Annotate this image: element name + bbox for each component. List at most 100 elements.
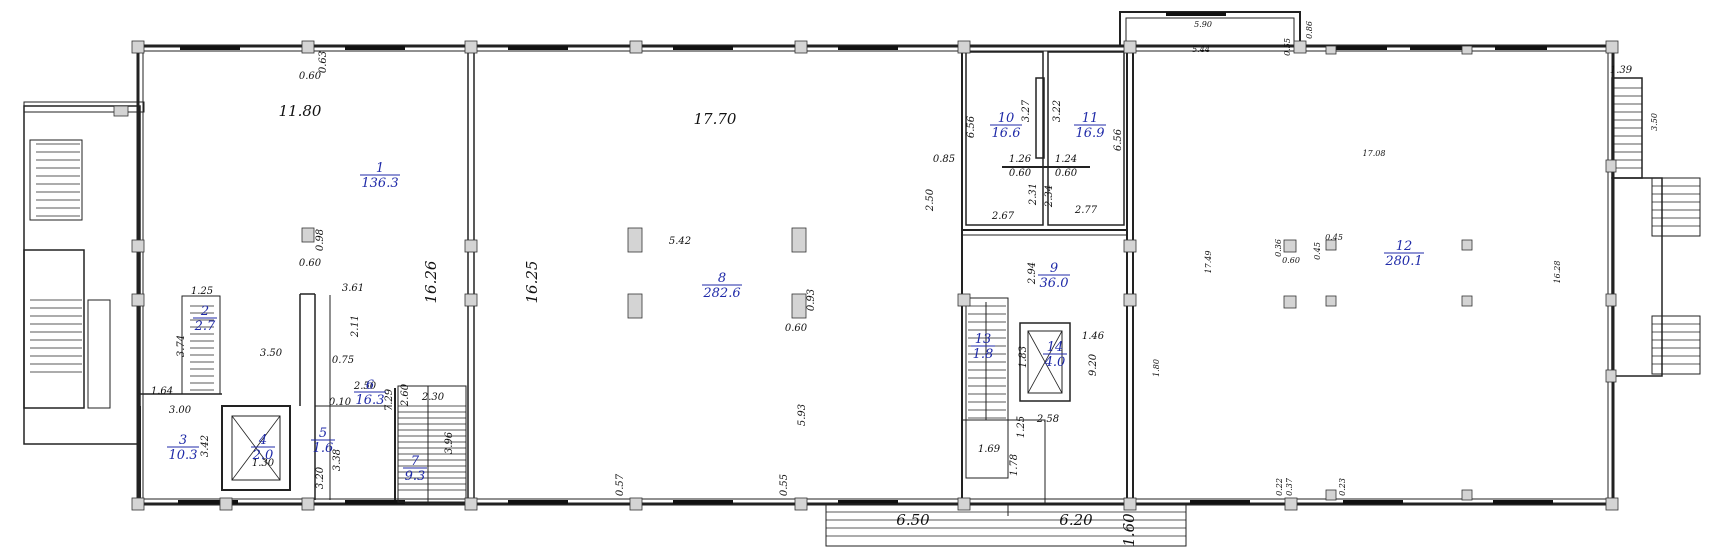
room-number: 9 [1050,261,1058,276]
windows [178,12,1553,504]
dimension-label: 1.60 [1120,513,1138,547]
dimension-label: 0.55 [779,474,790,496]
dimension-label: 0.75 [332,355,354,366]
dimension-label: 2.11 [350,315,361,338]
dimension-label: 2.34 [1044,185,1055,208]
dimension-label: 6.20 [1059,511,1093,529]
dimension-label: 3.61 [342,283,364,294]
room-labels: 1136.322.7310.342.051.6616.379.38282.693… [167,111,1424,484]
room-area: 1.8 [973,347,994,362]
dimension-label: 5.42 [669,236,691,247]
stairs [23,77,1701,547]
room-number: 6 [366,378,374,393]
dimension-label: 7.29 [384,388,395,411]
dimension-label: 2.58 [1036,414,1059,425]
dimension-label: 0.22 [1275,478,1284,496]
room-area: 1.6 [313,441,334,456]
dimension-label: 0.98 [315,229,326,251]
room-area: 136.3 [361,176,398,191]
room-area: 9.3 [405,469,426,484]
dimension-label: 3.22 [1052,100,1063,122]
dimension-label: 0.60 [1282,256,1300,265]
dimension-label: 2.50 [353,381,377,392]
dimension-label: 1.46 [1082,331,1105,342]
dimension-label: 5.90 [1194,20,1212,29]
dimension-label: 1.83 [1018,346,1029,368]
room-area: 16.6 [992,126,1021,141]
dimension-label: 3.27 [1021,99,1032,122]
room-label-9: 936.0 [1038,261,1070,291]
dimension-label: 0.60 [299,71,322,82]
room-area: 2.7 [194,319,216,334]
dimension-label: 0.63 [318,51,329,73]
dimension-label: 0.45 [1325,233,1343,242]
dimension-label: 1.78 [1009,454,1020,476]
dimension-label: 6.56 [966,115,977,138]
dimension-label: 0.60 [785,323,808,334]
dimension-label: 3.74 [176,335,187,357]
dimension-label: 3.42 [200,435,211,457]
room-number: 11 [1082,111,1099,126]
room-number: 5 [319,426,327,441]
dimension-label: 1.25 [1016,416,1027,438]
room-label-4: 42.0 [251,433,275,463]
room-number: 3 [179,433,187,448]
dimension-label: 17.08 [1363,149,1386,158]
room-label-5: 51.6 [311,426,335,456]
room-number: 12 [1396,239,1413,254]
dimension-label: 16.26 [422,260,440,303]
dimension-label: 2.31 [1028,183,1039,206]
dimension-label: 0.60 [299,258,322,269]
room-label-13: 131.8 [971,332,995,362]
dimension-label: 1.24 [1055,154,1077,165]
interior-walls [138,46,1134,505]
dimension-label: 16.28 [1553,261,1562,284]
room-number: 1 [376,161,384,176]
dimension-label: 5.93 [797,404,808,426]
dimension-label: 3.96 [444,431,455,454]
dimension-label: 11.80 [279,102,322,120]
dimension-label: 3.38 [332,449,343,471]
dimension-label: 1.69 [978,444,1001,455]
dimension-label: 1.80 [1152,359,1161,377]
dimension-label: 1.64 [151,386,173,397]
dimension-label: 0.86 [1305,21,1314,39]
dimension-label: 0.36 [1274,239,1283,257]
dimension-label: 3.50 [260,348,283,359]
dimension-label: 1.39 [1610,65,1633,76]
room-number: 13 [975,332,992,347]
room-area: 10.3 [169,448,198,463]
columns [113,40,1619,511]
room-area: 36.0 [1040,276,1069,291]
dimension-label: 17.70 [694,110,737,128]
room-label-7: 79.3 [403,454,427,484]
room-area: 16.3 [356,393,385,408]
room-area: 282.6 [702,286,740,301]
dimension-label: 2.94 [1027,262,1038,285]
dimension-label: 2.77 [1074,205,1098,216]
dimension-label: 17.49 [1204,251,1213,274]
dimension-label: 2.50 [925,188,936,212]
dimension-label: 9.20 [1088,353,1099,376]
dimension-label: 2.30 [421,392,445,403]
dimension-label: 2.60 [400,383,411,407]
dimension-label: 1.30 [252,458,275,469]
room-number: 2 [200,304,209,319]
room-number: 4 [258,433,267,448]
room-number: 14 [1047,340,1064,355]
room-label-2: 22.7 [193,304,217,334]
room-area: 4.0 [1044,355,1066,370]
dimension-label: 3.20 [315,466,326,489]
dimension-label: 0.45 [1313,242,1322,260]
dimension-label: 2.67 [991,211,1015,222]
dimension-label: 0.37 [1285,477,1294,496]
dimension-label: 3.00 [169,405,192,416]
dimension-label: 1.26 [1009,154,1032,165]
room-number: 7 [411,454,420,469]
room-label-14: 144.0 [1043,340,1067,370]
